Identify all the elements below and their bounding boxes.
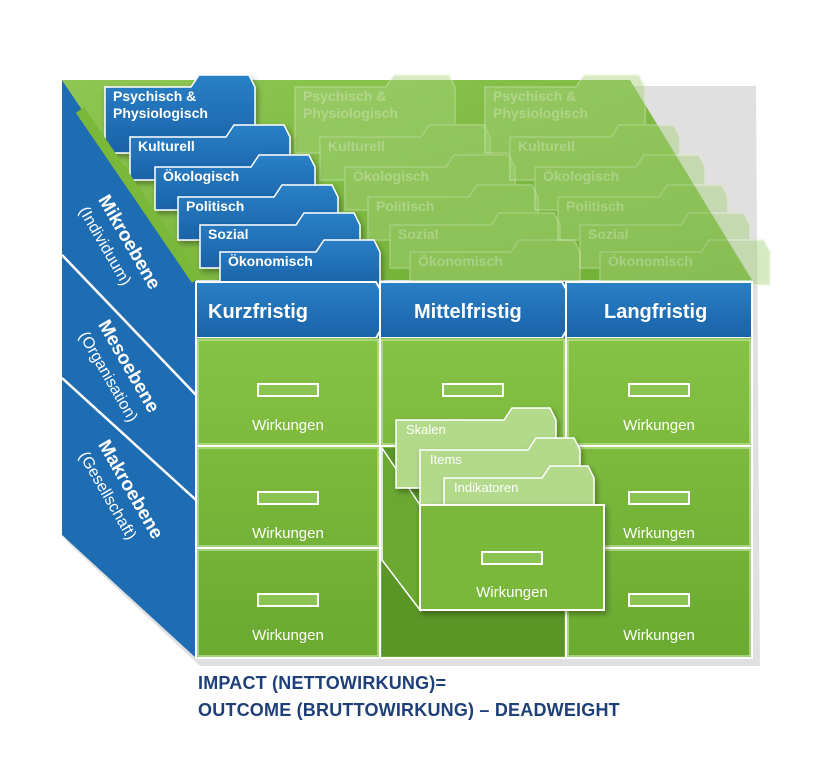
category-tab-shape-label: Psychisch & — [113, 88, 196, 104]
cell-border — [567, 339, 751, 445]
category-tab-shape-label: Politisch — [186, 198, 244, 214]
category-tab-shape-label: Sozial — [208, 226, 248, 242]
drawer-handle — [481, 551, 543, 565]
ghost-tab — [389, 212, 561, 269]
ghost-tab — [534, 154, 706, 211]
drawer-card-label: Indikatoren — [454, 480, 518, 495]
ghost-tab — [557, 184, 729, 241]
formula-line-2: OUTCOME (BRUTTOWIRKUNG) – DEADWEIGHT — [198, 700, 620, 720]
cube-left-face — [62, 80, 196, 658]
ghost-col-mittel: Psychisch &PhysiologischKulturellÖkologi… — [294, 74, 581, 286]
category-tab-shape-label: Physiologisch — [113, 105, 208, 121]
timeframe-label: Mittelfristig — [414, 301, 522, 323]
impact-cell: Wirkungen — [197, 549, 379, 657]
ghost-tab-label: Physiologisch — [303, 105, 398, 121]
drawer-front: Wirkungen — [419, 504, 605, 611]
formula-line-1: IMPACT (NETTOWIRKUNG)= — [198, 673, 447, 693]
category-tab-shape-label: Ökonomisch — [228, 253, 313, 269]
drawer-handle — [628, 491, 690, 505]
ghost-tab-label: Ökonomisch — [418, 253, 503, 269]
level-divider — [61, 254, 197, 396]
ghost-tab — [319, 124, 491, 181]
ghost-tab-label: Politisch — [376, 198, 434, 214]
timeframe-label: Kurzfristig — [208, 301, 308, 323]
ghost-tab-label: Sozial — [398, 226, 438, 242]
cell-label: Wirkungen — [623, 417, 695, 434]
drawer-handle — [257, 383, 319, 397]
ghost-tab — [367, 184, 539, 241]
category-tab-shape-label: Ökologisch — [163, 168, 239, 184]
ghost-tab-label: Kulturell — [328, 138, 385, 154]
category-tab: Psychisch &Physiologisch — [104, 74, 256, 154]
drawer-card-label: Items — [430, 452, 462, 467]
cell-border — [197, 447, 379, 547]
cell-border — [197, 549, 379, 657]
ghost-tab — [344, 154, 516, 211]
drawer-card-label: Skalen — [406, 422, 446, 437]
ghost-tab — [579, 212, 751, 269]
level-divider — [61, 377, 197, 501]
cube-top-edge — [75, 107, 201, 283]
ghost-tab — [484, 74, 646, 154]
cell-border — [197, 339, 379, 445]
ghost-tab — [294, 74, 456, 154]
impact-cell: Wirkungen — [567, 339, 751, 445]
ghost-tab-label: Politisch — [566, 198, 624, 214]
cell-label: Wirkungen — [252, 627, 324, 644]
ghost-tab-label: Ökonomisch — [608, 253, 693, 269]
cell-label: Wirkungen — [623, 627, 695, 644]
ghost-tab — [509, 124, 681, 181]
ghost-tab-label: Ökologisch — [543, 168, 619, 184]
ghost-tab-label: Kulturell — [518, 138, 575, 154]
category-tab-shape-label: Kulturell — [138, 138, 195, 154]
impact-cell: Wirkungen — [197, 447, 379, 547]
impact-cell: Wirkungen — [567, 549, 751, 657]
ghost-tab-label: Sozial — [588, 226, 628, 242]
drawer-handle — [628, 383, 690, 397]
timeframe-label: Langfristig — [604, 301, 707, 323]
cell-label: Wirkungen — [252, 525, 324, 542]
impact-cell: Wirkungen — [197, 339, 379, 445]
ghost-col-lang: Psychisch &PhysiologischKulturellÖkologi… — [484, 74, 771, 286]
drawer-label: Wirkungen — [476, 584, 548, 601]
drawer-handle — [628, 593, 690, 607]
ghost-tab-label: Ökologisch — [353, 168, 429, 184]
drawer-handle — [257, 491, 319, 505]
cell-label: Wirkungen — [252, 417, 324, 434]
timeframe-header: Kurzfristig Mittelfristig Langfristig — [195, 281, 753, 339]
impact-formula: IMPACT (NETTOWIRKUNG)= OUTCOME (BRUTTOWI… — [198, 670, 620, 724]
ghost-tab-label: Psychisch & — [493, 88, 576, 104]
ghost-tab-label: Psychisch & — [303, 88, 386, 104]
ghost-tab-label: Physiologisch — [493, 105, 588, 121]
drawer-handle — [442, 383, 504, 397]
cell-label: Wirkungen — [623, 525, 695, 542]
drawer-handle — [257, 593, 319, 607]
cube-front-outline — [195, 282, 753, 659]
